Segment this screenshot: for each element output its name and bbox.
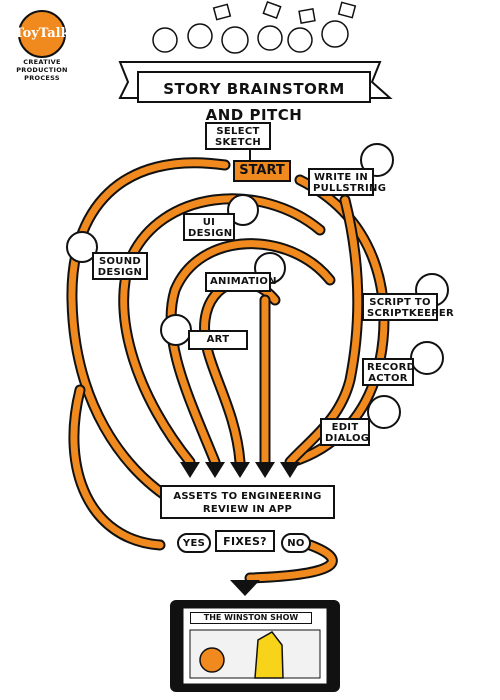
portrait-circles: [66, 143, 449, 429]
arrow-row: [180, 462, 300, 596]
step-script-keeper: SCRIPT TO SCRIPTKEEPER: [362, 293, 454, 321]
portrait-art: [160, 314, 192, 346]
toytalk-logo: ToyTalk: [14, 10, 70, 58]
logo-subtitle: CREATIVE PRODUCTION PROCESS: [16, 58, 68, 82]
decision-no: NO: [281, 533, 311, 553]
step-assets-review: ASSETS TO ENGINEERING REVIEW IN APP: [160, 485, 335, 519]
decision-fixes: FIXES?: [215, 530, 275, 552]
banner-scroll: [118, 61, 393, 103]
step-ui-design: UI DESIGN: [183, 213, 235, 241]
portrait-sound: [66, 231, 98, 263]
character-crowd: [152, 1, 357, 54]
step-write-pullstring: WRITE IN PULLSTRING: [308, 168, 386, 196]
step-animation: ANIMATION: [205, 272, 277, 292]
step-record-actor: RECORD ACTOR: [362, 358, 415, 386]
step-edit-dialog: EDIT DIALOG: [320, 418, 370, 446]
portrait-record: [410, 341, 444, 375]
step-start: START: [233, 160, 291, 182]
portrait-edit: [367, 395, 401, 429]
banner-title: STORY BRAINSTORM AND PITCH: [163, 80, 345, 124]
yellow-character: [254, 631, 284, 679]
decision-yes: YES: [177, 533, 211, 553]
step-art: ART: [188, 330, 248, 350]
tablet-show-title: THE WINSTON SHOW: [190, 612, 312, 624]
step-select-sketch: SELECT SKETCH: [205, 122, 271, 150]
orange-character: [199, 647, 225, 673]
step-sound-design: SOUND DESIGN: [92, 252, 148, 280]
portrait-ui: [227, 194, 259, 226]
